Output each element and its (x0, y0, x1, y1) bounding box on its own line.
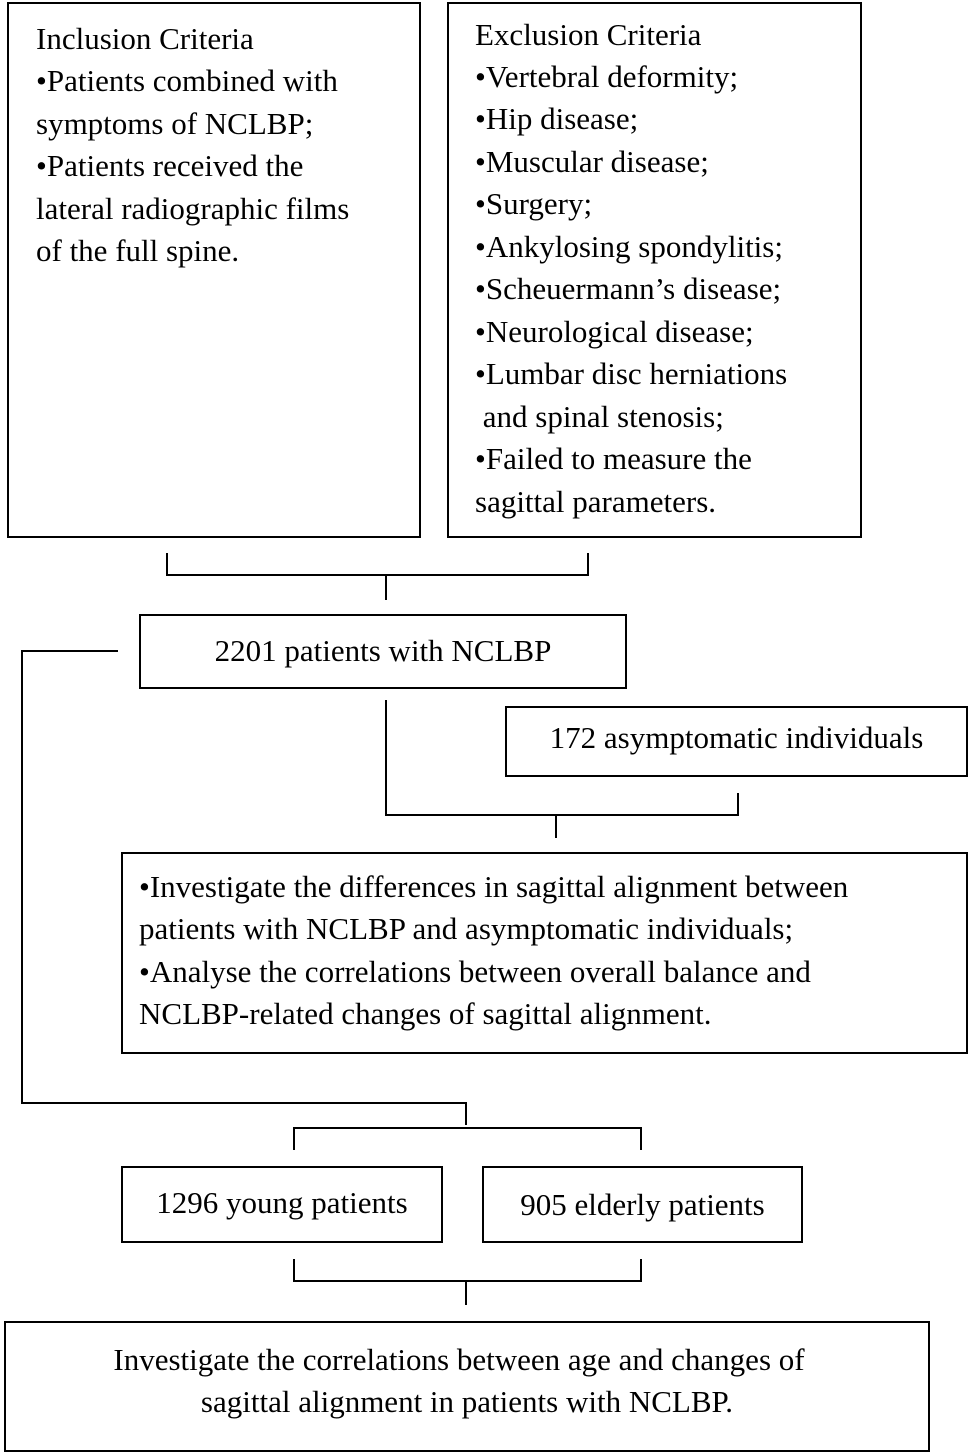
exclusion-criteria-item: •Muscular disease; (475, 144, 709, 179)
inclusion-criteria-item: symptoms of NCLBP; (36, 106, 314, 141)
patients-asymptomatic-bracket (385, 700, 739, 816)
patients-label: 2201 patients with NCLBP (214, 633, 552, 668)
exclusion-criteria-title: Exclusion Criteria (475, 17, 702, 52)
elderly-patients-label: 905 elderly patients (520, 1187, 765, 1222)
criteria-merge-bracket (166, 553, 589, 576)
exclusion-criteria-item: •Ankylosing spondylitis; (475, 229, 783, 264)
inclusion-criteria-title: Inclusion Criteria (36, 21, 254, 56)
asymptomatic-box (505, 706, 968, 777)
inclusion-criteria-item: •Patients received the (36, 148, 304, 183)
exclusion-criteria-item: •Surgery; (475, 186, 593, 221)
exclusion-criteria-item: •Failed to measure the (475, 441, 752, 476)
investigate-differences-line: •Analyse the correlations between overal… (139, 954, 811, 989)
left-loop-line (21, 650, 467, 1125)
age-split-bracket (293, 1127, 642, 1150)
investigate-differences-line: patients with NCLBP and asymptomatic ind… (139, 911, 794, 946)
young-patients-label: 1296 young patients (156, 1185, 408, 1220)
investigate-differences-box (121, 852, 968, 1054)
exclusion-criteria-box (447, 2, 862, 538)
exclusion-criteria-item: •Hip disease; (475, 101, 639, 136)
exclusion-criteria-item: •Neurological disease; (475, 314, 754, 349)
exclusion-criteria-item: and spinal stenosis; (475, 399, 724, 434)
patients-box (139, 614, 627, 689)
age-correlation-box (4, 1321, 930, 1452)
investigate-differences-line: NCLBP-related changes of sagittal alignm… (139, 996, 712, 1031)
exclusion-criteria-item: sagittal parameters. (475, 484, 717, 519)
inclusion-criteria-item: of the full spine. (36, 233, 240, 268)
age-correlation-line: sagittal alignment in patients with NCLB… (200, 1384, 734, 1419)
elderly-patients-box (482, 1166, 803, 1243)
age-merge-bracket (293, 1259, 642, 1282)
exclusion-criteria-item: •Scheuermann’s disease; (475, 271, 782, 306)
investigate-differences-line: •Investigate the differences in sagittal… (139, 869, 849, 904)
age-correlation-line: Investigate the correlations between age… (113, 1342, 805, 1377)
asymptomatic-label: 172 asymptomatic individuals (549, 720, 924, 755)
exclusion-criteria-item: •Vertebral deformity; (475, 59, 739, 94)
inclusion-criteria-item: •Patients combined with (36, 63, 338, 98)
exclusion-criteria-item: •Lumbar disc herniations (475, 356, 788, 391)
young-patients-box (121, 1166, 443, 1243)
inclusion-criteria-box (7, 2, 421, 538)
inclusion-criteria-item: lateral radiographic films (36, 191, 350, 226)
